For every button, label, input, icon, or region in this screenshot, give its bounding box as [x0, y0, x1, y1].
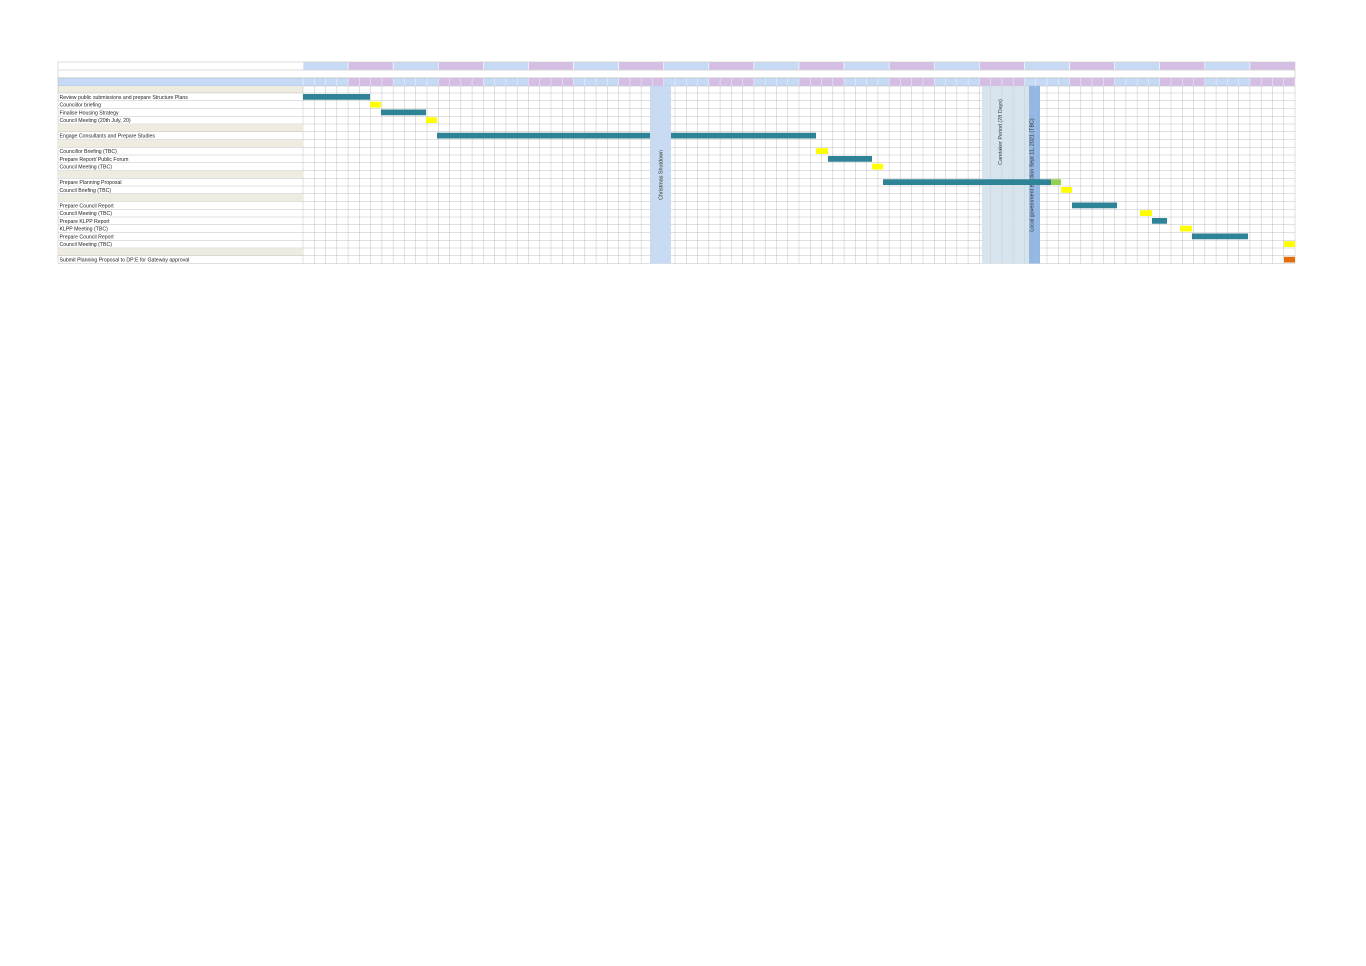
- task-label: Prepare Council Report: [60, 203, 115, 209]
- month-header-cell: [1114, 61, 1161, 71]
- task-label: Councillor Briefing (TBC): [60, 149, 118, 155]
- timeline-header: [57, 61, 1296, 93]
- period-bands: Christmas Shutdown Caretaker Period (28 D…: [650, 86, 1040, 264]
- meeting-marker: [370, 101, 381, 108]
- header-spacer: [58, 86, 303, 93]
- caretaker-band: [982, 86, 1029, 264]
- task-bar: [1072, 202, 1117, 209]
- separator-row: [58, 139, 303, 147]
- separator-row: [58, 124, 303, 132]
- task-label: Engage Consultants and Prepare Studies: [60, 134, 156, 140]
- month-header-cell: [1069, 61, 1115, 71]
- task-label: Finalise Housing Strategy: [60, 110, 120, 116]
- task-bar: [883, 179, 1051, 185]
- task-bar: [1152, 218, 1167, 224]
- election-label: Local government election Sept 11, 2021 …: [1030, 118, 1036, 232]
- task-label: Review public submissions and prepare St…: [60, 95, 189, 101]
- task-label: Council Meeting (TBC): [60, 211, 113, 217]
- task-bar: [381, 109, 426, 116]
- task-labels: Review public submissions and prepare St…: [60, 95, 190, 264]
- month-header-cell: [528, 61, 574, 71]
- task-bars: [303, 94, 1295, 263]
- month-header-cell: [347, 61, 394, 71]
- month-header-cell: [483, 61, 529, 71]
- task-label: Prepare Council Report: [60, 234, 115, 240]
- month-header-cell: [1024, 61, 1070, 71]
- task-label: Prepare Report/ Public Forum: [60, 157, 129, 163]
- separator-row: [58, 170, 303, 178]
- month-header-cell: [1204, 61, 1251, 71]
- task-label: KLPP Meeting (TBC): [60, 227, 109, 233]
- month-header-cell: [753, 61, 800, 71]
- month-header-cell: [1249, 61, 1296, 71]
- final-marker: [1284, 256, 1295, 263]
- shutdown-band: [650, 86, 671, 264]
- month-header-cell: [392, 61, 439, 71]
- caretaker-label: Caretaker Period (28 Days): [998, 99, 1004, 165]
- task-label: Prepare KLPP Report: [60, 219, 111, 225]
- separator-row: [58, 248, 303, 256]
- shutdown-label: Christmas Shutdown: [659, 150, 665, 200]
- task-label: Council Briefing (TBC): [60, 188, 112, 194]
- separator-row: [58, 194, 303, 202]
- meeting-marker: [872, 163, 883, 170]
- month-header-cell: [888, 61, 935, 71]
- election-band: [1029, 86, 1040, 264]
- month-header-cell: [979, 61, 1025, 71]
- meeting-marker: [1284, 241, 1295, 247]
- task-bar: [437, 132, 650, 139]
- task-bar: [303, 94, 370, 100]
- task-bar: [671, 132, 816, 139]
- task-label: Councillor briefing: [60, 103, 102, 109]
- task-bar: [828, 156, 872, 162]
- month-header-cell: [843, 61, 890, 71]
- task-label: Prepare Planning Proposal: [60, 180, 122, 186]
- task-label: Council Meeting (TBC): [60, 165, 113, 171]
- month-header-cell: [573, 61, 619, 71]
- meeting-marker: [1061, 187, 1072, 193]
- month-header-cell: [798, 61, 845, 71]
- task-bar: [1192, 233, 1248, 240]
- month-header-cell: [933, 61, 980, 71]
- meeting-marker: [426, 117, 437, 123]
- meeting-marker: [1180, 225, 1192, 232]
- meeting-marker: [816, 148, 828, 154]
- meeting-marker: [1140, 210, 1152, 216]
- task-label: Council Meeting (20th July, 20): [60, 118, 131, 124]
- month-header-cell: [437, 61, 484, 71]
- month-header-cell: [1159, 61, 1206, 71]
- month-header-cell: [663, 61, 710, 71]
- month-header-cell: [618, 61, 665, 71]
- task-label: Submit Planning Proposal to DP:E for Gat…: [60, 258, 190, 264]
- month-header-cell: [302, 61, 349, 71]
- task-label: Council Meeting (TBC): [60, 242, 113, 248]
- progress-segment: [1051, 179, 1061, 185]
- chart-grid: [57, 86, 1296, 264]
- month-header-cell: [708, 61, 755, 71]
